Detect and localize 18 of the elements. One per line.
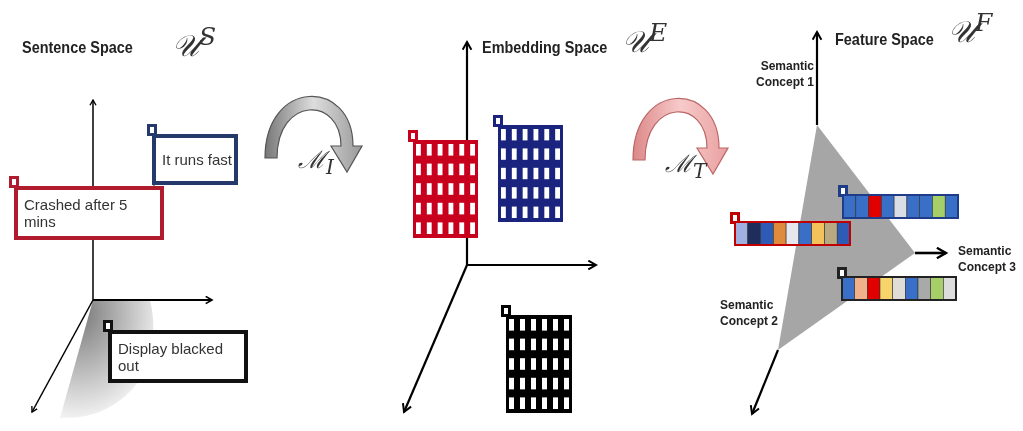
axis-label: Semantic Concept 2 xyxy=(720,297,779,330)
panel-title: Sentence Space xyxy=(22,38,133,58)
sentence-box: Display blacked out xyxy=(108,330,248,383)
mapping-symbol: ℳ$_{T}$ xyxy=(665,149,707,183)
mapping-symbol: ℳ$_{I}$ xyxy=(298,145,334,179)
feature-vector xyxy=(735,222,850,245)
sentence-box: Crashed after 5 mins xyxy=(14,186,164,240)
feature-vector xyxy=(842,277,956,300)
axis-label: Semantic Concept 3 xyxy=(958,243,1017,276)
feature-vector xyxy=(843,195,958,218)
matrix-grid xyxy=(413,140,478,238)
sentence-box: It runs fast xyxy=(152,134,238,185)
panel-title: Feature Space xyxy=(835,30,934,50)
axis-label: Semantic Concept 1 xyxy=(755,58,814,91)
matrix-grid xyxy=(506,315,572,413)
panel-title: Embedding Space xyxy=(482,38,608,58)
space-symbol: 𝒰$^{S}$ xyxy=(172,22,217,64)
matrix-grid xyxy=(498,125,563,222)
